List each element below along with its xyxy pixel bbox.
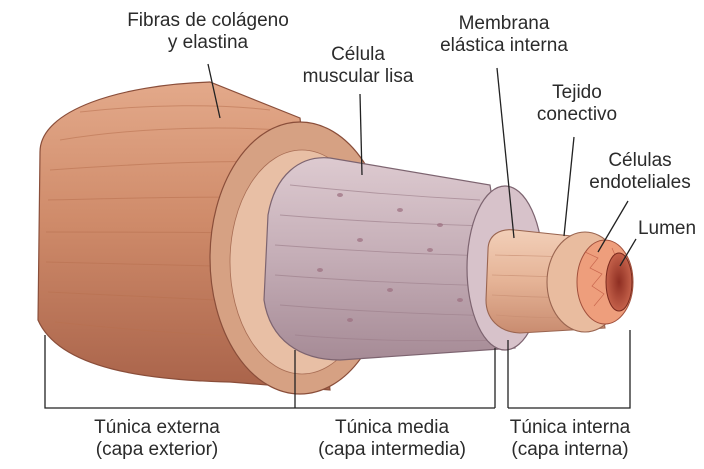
bracket-interna bbox=[508, 330, 630, 408]
label-media-line2: (capa intermedia) bbox=[302, 439, 482, 461]
label-connective-line2: conectivo bbox=[522, 104, 632, 126]
label-smooth-muscle-line1: Célula bbox=[283, 44, 433, 66]
label-fibers-line2: y elastina bbox=[108, 32, 308, 54]
label-internal-elastic-membrane: Membrana elástica interna bbox=[414, 13, 594, 57]
label-endothelial-line2: endoteliales bbox=[580, 172, 700, 194]
label-internal-elastic-line2: elástica interna bbox=[414, 35, 594, 57]
label-tunica-externa: Túnica externa (capa exterior) bbox=[62, 417, 252, 461]
label-tunica-interna: Túnica interna (capa interna) bbox=[485, 417, 655, 461]
label-fibers-line1: Fibras de colágeno bbox=[108, 10, 308, 32]
label-externa-line1: Túnica externa bbox=[62, 417, 252, 439]
label-collagen-elastin-fibers: Fibras de colágeno y elastina bbox=[108, 10, 308, 54]
label-interna-line2: (capa interna) bbox=[485, 439, 655, 461]
leader-connective bbox=[564, 137, 574, 236]
label-smooth-muscle-cell: Célula muscular lisa bbox=[283, 44, 433, 88]
label-endothelial-line1: Células bbox=[580, 150, 700, 172]
label-interna-line1: Túnica interna bbox=[485, 417, 655, 439]
label-smooth-muscle-line2: muscular lisa bbox=[283, 66, 433, 88]
label-internal-elastic-line1: Membrana bbox=[414, 13, 594, 35]
label-lumen: Lumen bbox=[632, 218, 702, 240]
label-tunica-media: Túnica media (capa intermedia) bbox=[302, 417, 482, 461]
tunica-interna-shape bbox=[486, 230, 633, 333]
label-externa-line2: (capa exterior) bbox=[62, 439, 252, 461]
label-media-line1: Túnica media bbox=[302, 417, 482, 439]
label-endothelial-cells: Células endoteliales bbox=[580, 150, 700, 194]
label-connective-line1: Tejido bbox=[522, 82, 632, 104]
label-lumen-line1: Lumen bbox=[632, 218, 702, 240]
label-connective-tissue: Tejido conectivo bbox=[522, 82, 632, 126]
